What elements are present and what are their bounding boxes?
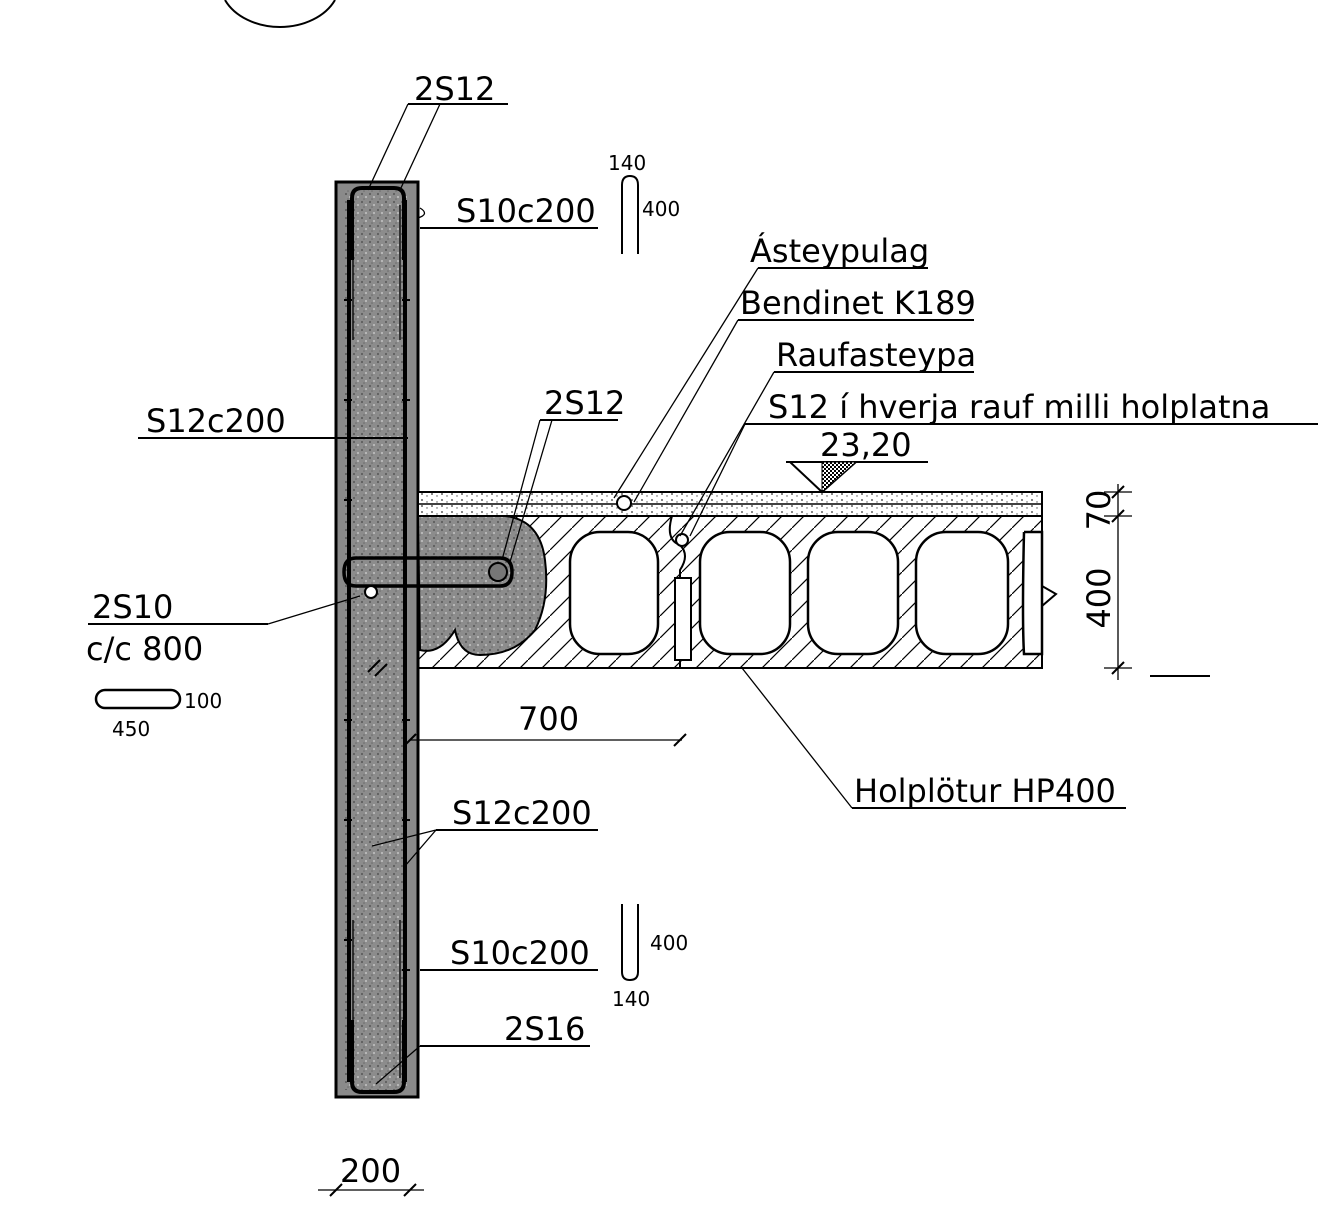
label-dim-200: 200 xyxy=(340,1152,401,1190)
label-dim-700: 700 xyxy=(518,700,579,738)
label-raufasteypa: Raufasteypa xyxy=(776,336,976,374)
label-hairpin-width: 450 xyxy=(112,717,150,741)
detail-circle xyxy=(224,0,336,29)
label-top-2s12: 2S12 xyxy=(414,70,495,108)
label-s12-rauf: S12 í hverja rauf milli holplatna xyxy=(768,388,1270,426)
label-low-stirrup-height: 400 xyxy=(650,931,688,955)
hollowcore-slab xyxy=(416,491,1058,669)
label-hairpin-height: 100 xyxy=(184,689,222,713)
label-left-2s10: 2S10 xyxy=(92,588,173,626)
label-left-cc800: c/c 800 xyxy=(86,630,203,668)
label-dim-70: 70 xyxy=(1080,490,1118,531)
label-top-stirrup-height: 400 xyxy=(642,197,680,221)
label-top-stirrup-width: 140 xyxy=(608,151,646,175)
label-top-s10c200: S10c200 xyxy=(456,192,596,230)
label-left-s12c200: S12c200 xyxy=(146,402,286,440)
label-low-2s16: 2S16 xyxy=(504,1010,585,1048)
label-mid-2s12: 2S12 xyxy=(544,384,625,422)
label-holplotur: Holplötur HP400 xyxy=(854,772,1116,810)
label-low-s10c200: S10c200 xyxy=(450,934,590,972)
label-low-stirrup-width: 140 xyxy=(612,987,650,1011)
wall xyxy=(334,180,420,1099)
topping-bar xyxy=(616,495,632,511)
label-asteypulag: Ásteypulag xyxy=(750,232,929,270)
leader-lines xyxy=(88,103,1318,1197)
hairpin-bar xyxy=(342,556,514,599)
label-elevation: 23,20 xyxy=(820,426,912,464)
label-bendinet: Bendinet K189 xyxy=(740,284,976,322)
label-low-s12c200: S12c200 xyxy=(452,794,592,832)
label-dim-400: 400 xyxy=(1080,567,1118,628)
